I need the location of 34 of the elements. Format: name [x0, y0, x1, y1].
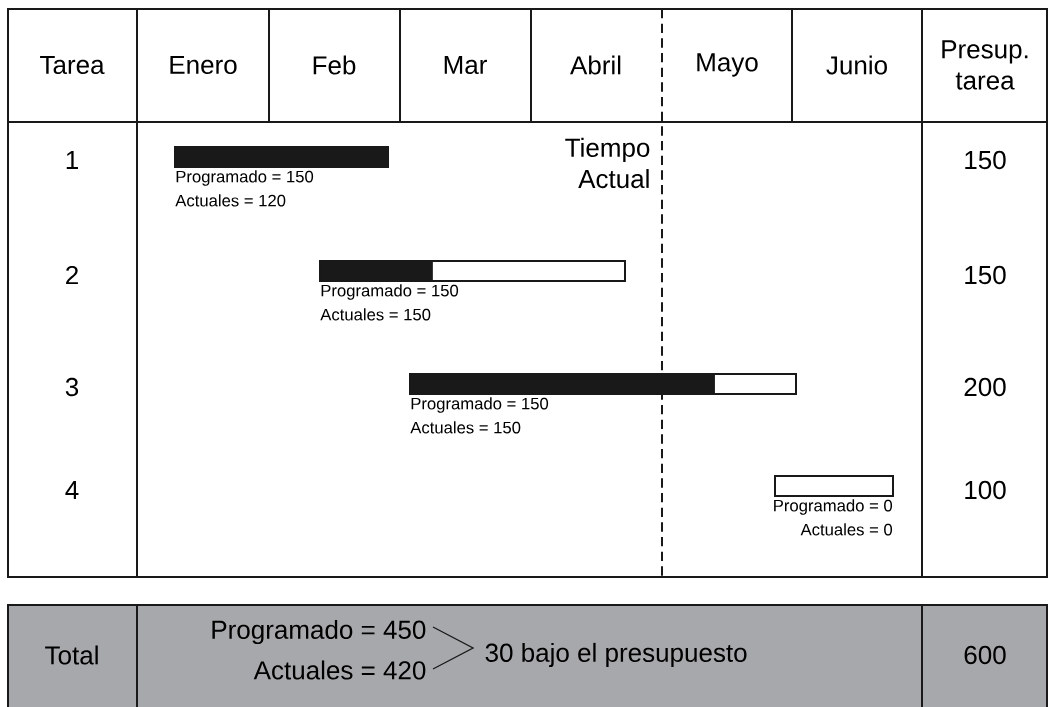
task-number: 4	[65, 481, 79, 499]
bar-caption: Actuales = 150	[410, 421, 521, 434]
header-cell-text: Tarea	[40, 55, 105, 75]
total-text: Programado = 450	[212, 619, 426, 645]
header-cell-text: Enero	[170, 55, 237, 75]
bar-caption: Actuales = 120	[175, 194, 286, 207]
bar-caption: Actuales = 150	[320, 308, 431, 321]
header-cell-text: Mar	[444, 55, 487, 75]
bar-caption: Programado = 150	[411, 397, 549, 413]
header-cell-text: Abril	[570, 55, 621, 75]
total-text: Actuales = 420	[253, 660, 426, 680]
task-number: 3	[65, 377, 79, 397]
bar	[774, 475, 894, 497]
budget-value: 200	[964, 377, 1006, 397]
bar-caption: Actuales = 0	[800, 523, 893, 536]
bar-caption: Programado = 150	[321, 284, 459, 300]
task-number: 1	[66, 151, 78, 169]
budget-value: 100	[965, 480, 1006, 500]
total-text: 30 bajo el presupuesto	[485, 642, 747, 668]
total-label: Total	[45, 645, 98, 665]
budget-value: 150	[965, 265, 1006, 285]
task-number: 2	[66, 265, 78, 285]
bar	[319, 260, 626, 282]
budget-value: 150	[965, 150, 1006, 170]
header-cell-text: Feb	[313, 55, 356, 75]
header-cell-text: Presup. tarea	[942, 40, 1028, 90]
header-cell-text: Mayo	[697, 53, 758, 77]
time-marker-label: Tiempo Actual	[565, 137, 650, 189]
bar	[174, 146, 389, 168]
bar-caption: Programado = 150	[176, 170, 314, 186]
header-cell-text: Junio	[826, 55, 887, 75]
bar	[409, 373, 797, 395]
total-value: 600	[964, 645, 1006, 665]
bar-caption: Programado = 0	[774, 499, 893, 515]
